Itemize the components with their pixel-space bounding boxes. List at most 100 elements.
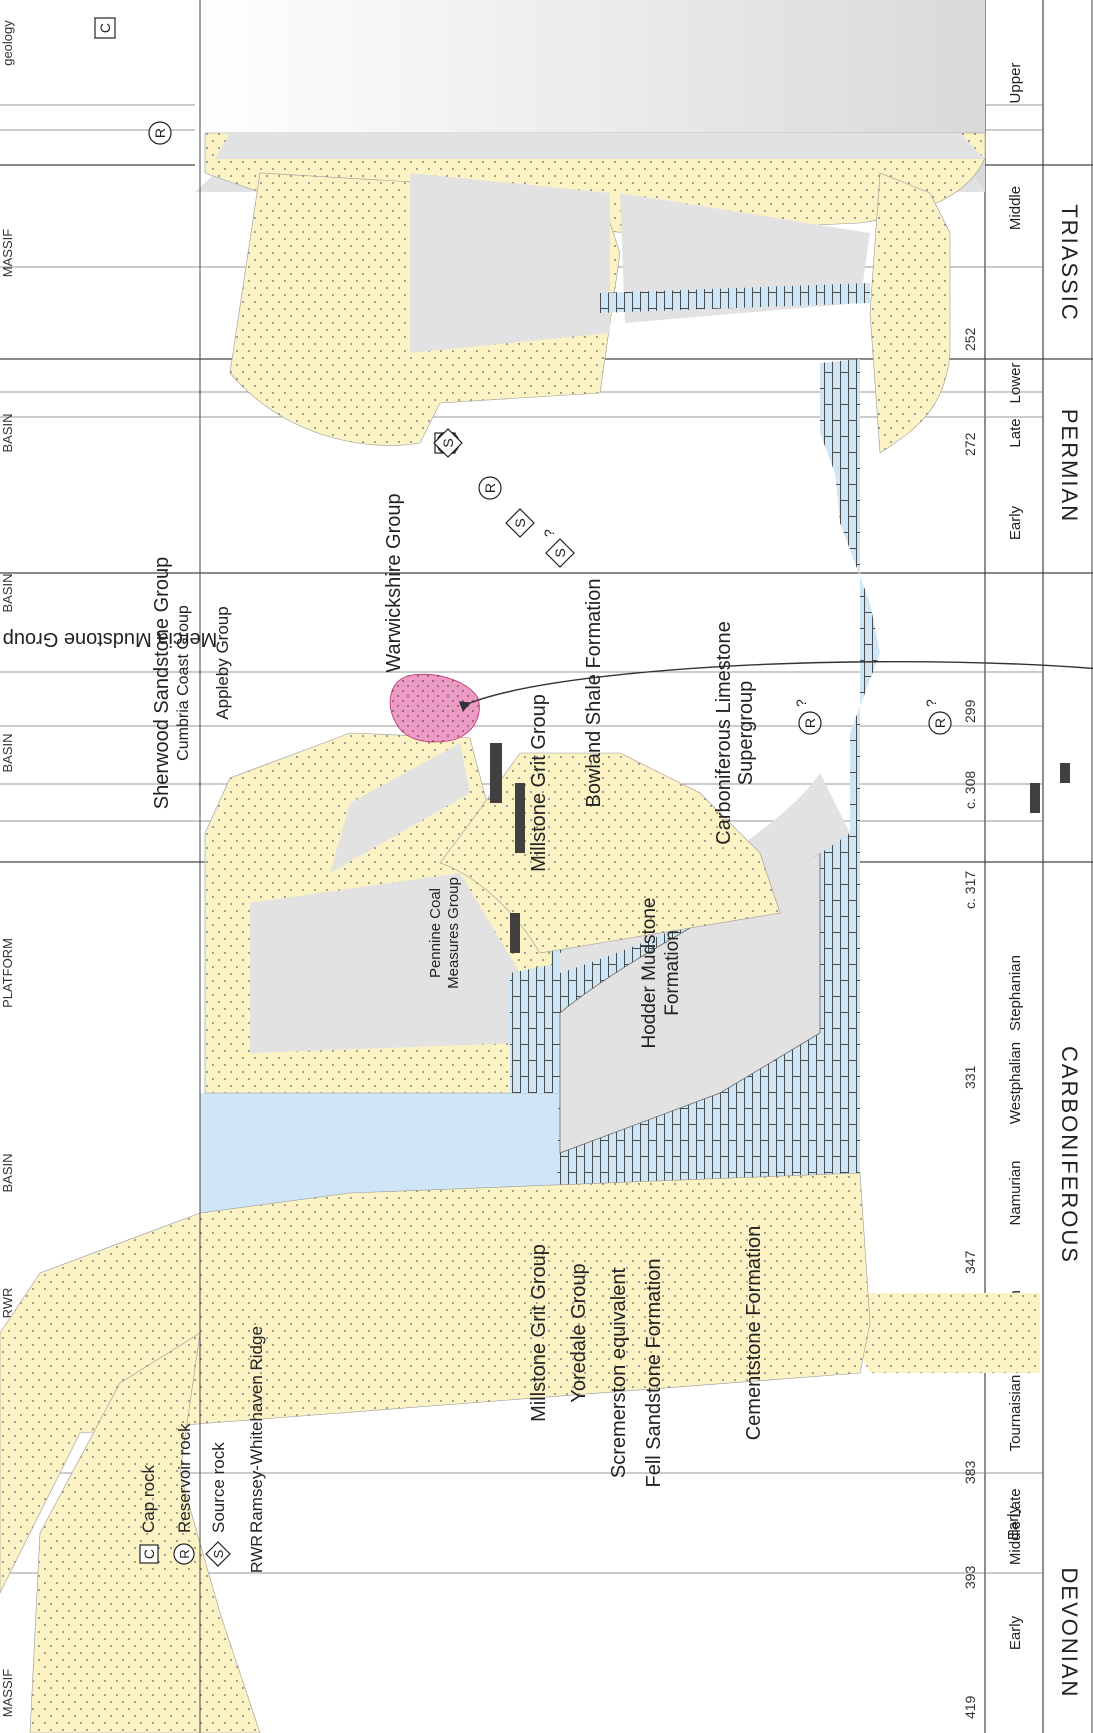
source-rock-symbol: S [552, 548, 568, 557]
source-rock-icon [505, 508, 535, 538]
unit-warwickshire: Warwickshire Group [383, 493, 405, 672]
reservoir-rock-symbol: R [152, 128, 168, 138]
column-label: PLATFORM [0, 938, 15, 1008]
unit-hodder-2: Formation [662, 930, 683, 1016]
unit-fell: Fell Sandstone Formation [643, 1258, 665, 1487]
unit-yoredale: Yoredale Group [568, 1263, 590, 1402]
legend-label: Reservoir rock [175, 1423, 194, 1533]
cap-rock-icon [94, 17, 116, 39]
epoch-label: Middle [1007, 1521, 1024, 1565]
unit-millstone-west: Millstone Grit Group [528, 1244, 550, 1422]
devonian-sand-east [855, 1293, 1040, 1373]
coal-seam [510, 913, 520, 953]
unit-appleby: Appleby Group [213, 606, 232, 719]
reservoir-rock-icon [798, 711, 822, 735]
age-label: 272 [962, 432, 978, 456]
source-rock-symbol: S [440, 438, 456, 447]
legend-cap: Cap rock [139, 1464, 158, 1533]
period-triassic: TRIASSIC [1057, 204, 1082, 321]
question-mark: ? [793, 699, 809, 707]
age-label: 383 [962, 1460, 978, 1484]
source-rock-icon [205, 1541, 231, 1567]
column-label: MASSIF [0, 1669, 15, 1717]
age-label: 393 [962, 1565, 978, 1589]
unit-cumbria: Cumbria Coast Group [175, 605, 192, 761]
cumbria-mud-west [410, 173, 610, 353]
unit-cementstone: Cementstone Formation [743, 1226, 765, 1441]
reservoir-rock-icon [928, 711, 952, 735]
unit-pennine-1: Pennine Coal [427, 888, 444, 978]
legend-symbol: S [211, 1549, 226, 1558]
question-mark: ? [923, 699, 939, 707]
pennine-grey-west [330, 743, 470, 873]
unit-mercia: Mercia Mudstone Group [3, 628, 218, 650]
epoch-labels: EarlyMiddleLateTournaisianViseanNamurian… [1007, 63, 1024, 1651]
devonian-wedge [29, 1332, 261, 1733]
age-label: 347 [962, 1250, 978, 1274]
triassic-mid-mudstone [215, 133, 985, 159]
age-label: 252 [962, 327, 978, 351]
epoch-label: Namurian [1007, 1160, 1024, 1225]
reservoir-rock-symbol: R [802, 718, 818, 728]
epoch-label: Tournaisian [1007, 1375, 1024, 1452]
epoch-label: Early [1005, 1505, 1022, 1540]
age-label: 419 [962, 1695, 978, 1719]
legend-rwr: Ramsey-Whitehaven Ridge [247, 1326, 266, 1533]
epoch-label: Early [1007, 505, 1024, 540]
cap-rock-symbol: C [141, 1549, 157, 1559]
reservoir-rock-symbol: R [932, 718, 948, 728]
reservoir-rock-symbol: R [482, 483, 498, 493]
source-rock-symbol: S [512, 518, 528, 527]
volcanic-west [389, 673, 480, 743]
source-rock-icon [433, 428, 463, 458]
column-labels: MASSIFBASINRWRBASINPLATFORMBASINBASINBAS… [0, 20, 15, 1717]
legend-label: Source rock [209, 1442, 228, 1533]
limestone-west [510, 963, 560, 1093]
epoch-label: Middle [1007, 186, 1024, 230]
unit-millstone-east: Millstone Grit Group [528, 694, 550, 872]
epoch-label: Late [1007, 418, 1024, 447]
source-rock-icon [545, 538, 575, 568]
unit-bowland: Bowland Shale Formation [583, 578, 605, 807]
legend: C Cap rock [139, 1464, 159, 1564]
epoch-label: Late [1007, 1488, 1024, 1517]
age-label: 331 [962, 1065, 978, 1089]
cap-rock-symbol: C [97, 23, 113, 33]
column-label: BASIN [0, 1153, 15, 1192]
millstone-grey-west [250, 873, 520, 1053]
epoch-label: Upper [1007, 63, 1024, 104]
legend-rwr-abbr: RWR [249, 1535, 266, 1573]
age-label: c. 308 [962, 771, 978, 809]
epoch-label: Lower [1007, 363, 1024, 404]
warwickshire-arrow [458, 660, 1093, 712]
cap-rock-icon [139, 1544, 159, 1564]
epoch-label: Stephanian [1007, 955, 1024, 1031]
period-permian: PERMIAN [1057, 409, 1082, 523]
appleby-east [869, 172, 951, 454]
unit-carb-lime-2: Supergroup [735, 681, 757, 786]
unit-hodder-1: Hodder Mudstone [639, 897, 660, 1048]
column-label: BASIN [0, 573, 15, 612]
column-label: BASIN [0, 733, 15, 772]
column-label: geology [0, 20, 15, 66]
coal-seam [515, 783, 525, 853]
coal-seam [490, 743, 502, 803]
devonian-sand-main [0, 1172, 871, 1594]
legend-symbol: R [177, 1549, 192, 1558]
coal-seam [1030, 783, 1040, 813]
reservoir-rock-icon [478, 476, 502, 500]
age-label: c. 317 [962, 871, 978, 909]
unit-pennine-2: Measures Group [445, 877, 462, 989]
reservoir-rock-icon [148, 121, 172, 145]
unit-sherwood: Sherwood Sandstone Group [151, 557, 173, 809]
column-label: RWR [0, 1288, 15, 1319]
column-label: BASIN [0, 413, 15, 452]
period-carboniferous: CARBONIFEROUS [1057, 1046, 1082, 1264]
